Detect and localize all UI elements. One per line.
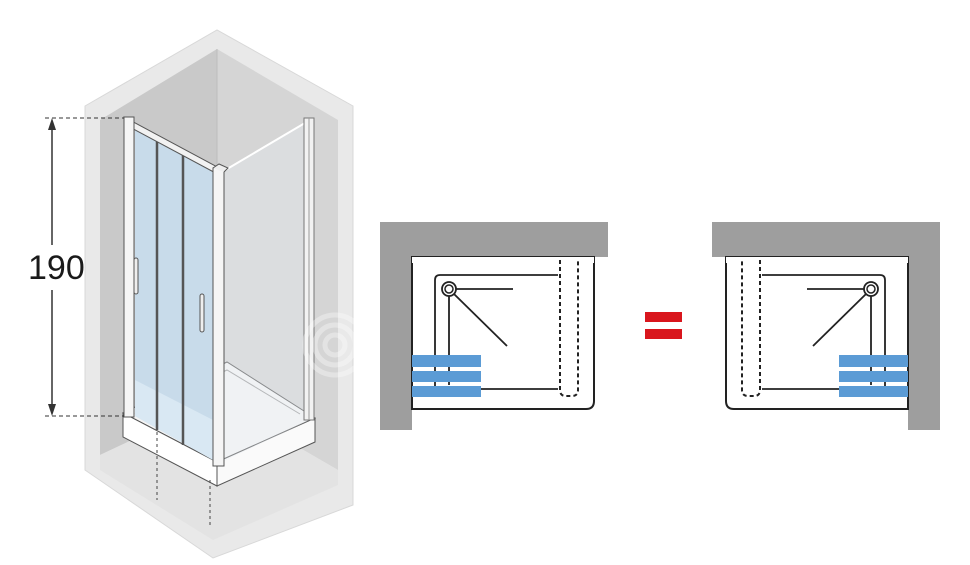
arrow-down-icon — [48, 404, 56, 416]
watermark-logo — [302, 312, 368, 378]
door-left-post — [123, 116, 135, 418]
door-handle — [133, 257, 139, 295]
plan-view-left-handed — [379, 221, 609, 431]
plan-view-right-handed — [711, 221, 941, 431]
door-glass — [135, 124, 213, 460]
side-glass-panel — [221, 117, 315, 462]
door-right-post — [212, 167, 225, 467]
height-label: 190 — [28, 249, 85, 287]
height-dimension: 190 — [28, 117, 124, 417]
arrow-up-icon — [48, 118, 56, 130]
sliding-door — [123, 116, 229, 467]
equals-icon — [645, 312, 682, 339]
isometric-view: 190 — [28, 29, 368, 559]
door-handle — [199, 293, 205, 333]
